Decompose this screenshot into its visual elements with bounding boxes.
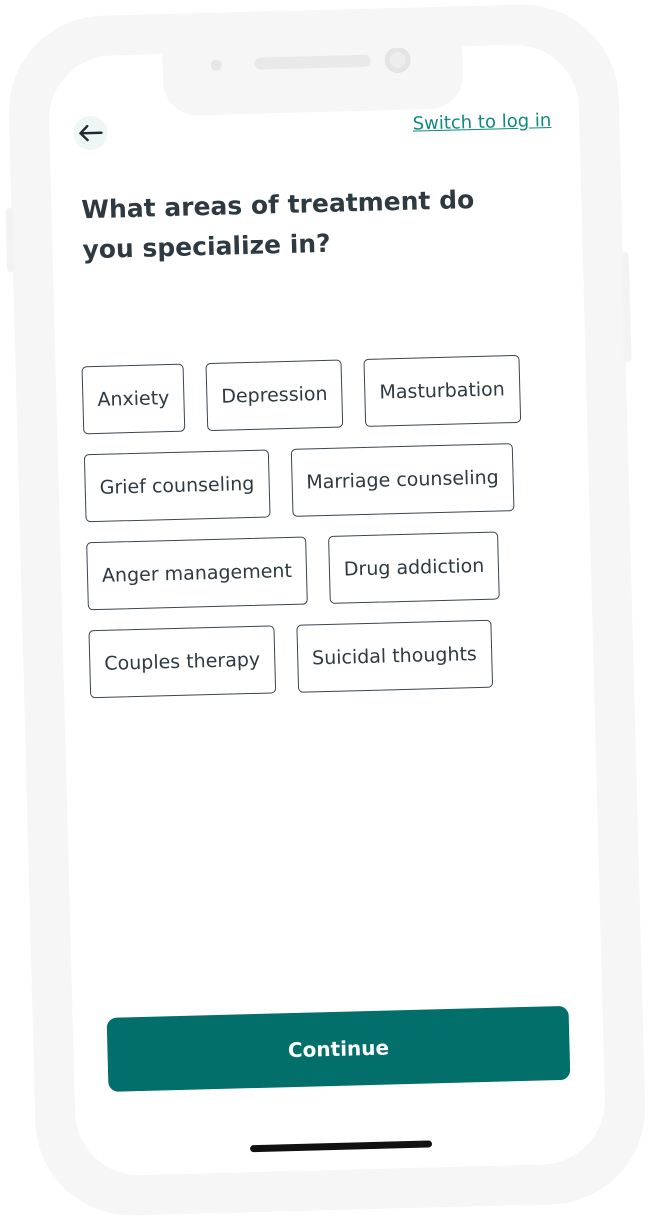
chip-grief-counseling[interactable]: Grief counseling — [83, 449, 271, 523]
home-indicator — [249, 1140, 433, 1153]
chip-couples-therapy[interactable]: Couples therapy — [88, 625, 277, 699]
chip-row: Grief counseling Marriage counseling — [83, 442, 556, 523]
top-bar: Switch to log in — [72, 104, 556, 157]
chip-suicidal-thoughts[interactable]: Suicidal thoughts — [296, 619, 493, 693]
notch — [162, 43, 464, 117]
chip-anger-management[interactable]: Anger management — [86, 536, 308, 611]
arrow-left-icon — [79, 124, 103, 142]
specialty-chip-group: Anxiety Depression Masturbation Grief co… — [81, 354, 561, 718]
chip-row: Anxiety Depression Masturbation — [81, 354, 554, 435]
speaker-grille — [254, 54, 371, 70]
phone-screen: Switch to log in What areas of treatment… — [47, 43, 607, 1177]
chip-drug-addiction[interactable]: Drug addiction — [327, 531, 501, 604]
page-title: What areas of treatment do you specializ… — [81, 185, 475, 265]
side-button-left — [5, 208, 16, 273]
side-button-right — [620, 251, 632, 363]
switch-to-login-link[interactable]: Switch to log in — [412, 109, 552, 135]
chip-masturbation[interactable]: Masturbation — [363, 354, 521, 427]
continue-button[interactable]: Continue — [106, 1005, 571, 1092]
chip-row: Anger management Drug addiction — [86, 530, 558, 611]
chip-row: Couples therapy Suicidal thoughts — [88, 618, 560, 699]
phone-device: Switch to log in What areas of treatment… — [5, 2, 648, 1218]
sensor-dot — [210, 59, 222, 71]
chip-anxiety[interactable]: Anxiety — [81, 363, 186, 435]
front-camera — [384, 46, 411, 74]
chip-depression[interactable]: Depression — [205, 359, 344, 432]
chip-marriage-counseling[interactable]: Marriage counseling — [290, 443, 515, 517]
back-button[interactable] — [72, 115, 108, 151]
